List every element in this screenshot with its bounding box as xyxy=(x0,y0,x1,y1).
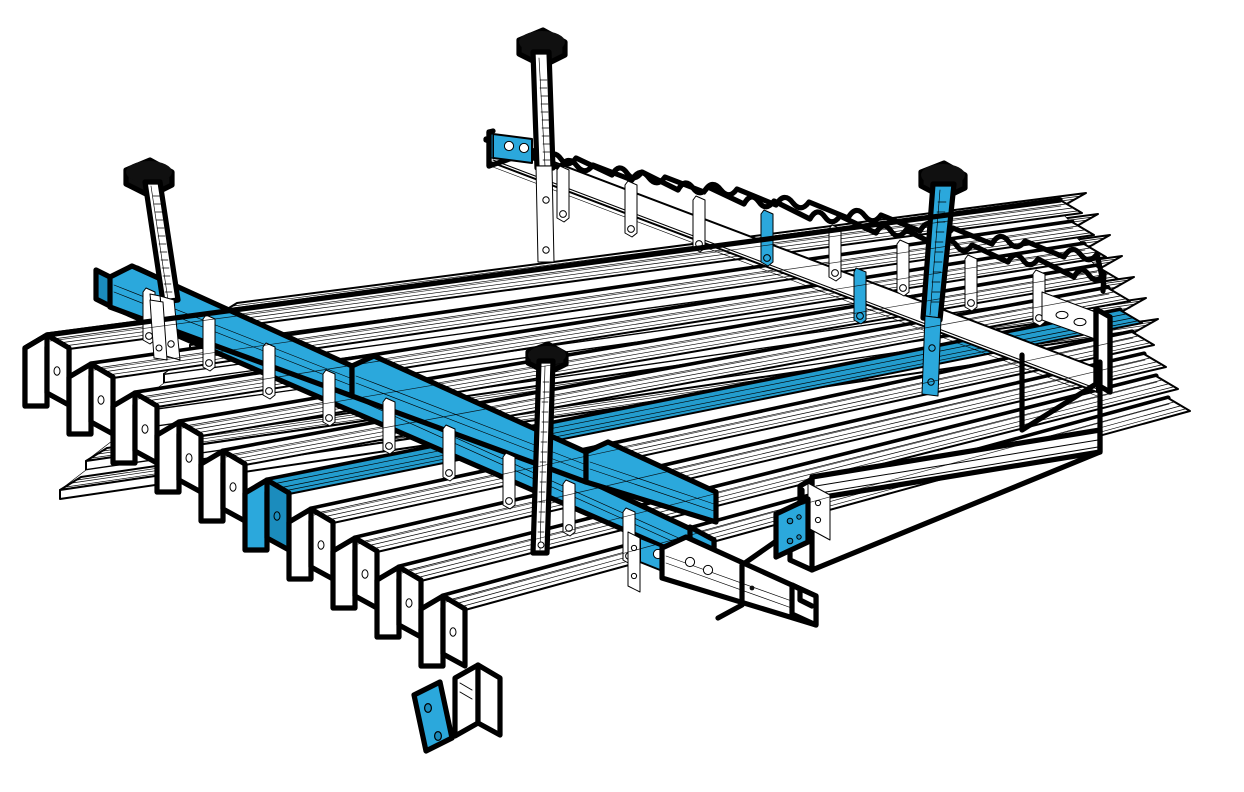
baffle-clip[interactable] xyxy=(382,397,396,455)
baffle-clip[interactable] xyxy=(442,424,456,482)
carrier-clip-highlighted-right[interactable] xyxy=(853,267,867,325)
baffle-clip[interactable] xyxy=(562,479,576,537)
baffle-clip[interactable] xyxy=(502,452,516,510)
baffle-clip[interactable] xyxy=(624,180,638,238)
hanger-perforations xyxy=(537,381,550,533)
carrier-rail-rear[interactable] xyxy=(483,136,1107,398)
baffle-clip[interactable] xyxy=(202,314,216,372)
baffle-clip[interactable] xyxy=(692,195,706,253)
baffle-clip[interactable] xyxy=(556,165,570,223)
hanger-rod-3[interactable] xyxy=(525,341,569,556)
hanger-perforations xyxy=(152,195,173,293)
hanger-perforations xyxy=(539,79,551,161)
baffle-end-detached-bottom[interactable] xyxy=(452,662,503,739)
baffle-clip[interactable] xyxy=(322,369,336,427)
baffle-clip[interactable] xyxy=(828,224,842,282)
carrier-rail-detached-front[interactable] xyxy=(659,534,819,628)
baffle-rib-detail xyxy=(49,205,1170,603)
hanger-rod-2[interactable] xyxy=(516,27,568,263)
baffle-clip[interactable] xyxy=(262,342,276,400)
splice-plate-detached-bottom[interactable] xyxy=(411,679,455,754)
baffle-clip[interactable] xyxy=(964,254,978,312)
perimeter-boundary-rear xyxy=(22,129,1063,351)
splice-plate-detached-right[interactable] xyxy=(773,496,811,560)
hanger-1-attachment xyxy=(149,299,168,361)
baffle-clip[interactable] xyxy=(896,239,910,297)
